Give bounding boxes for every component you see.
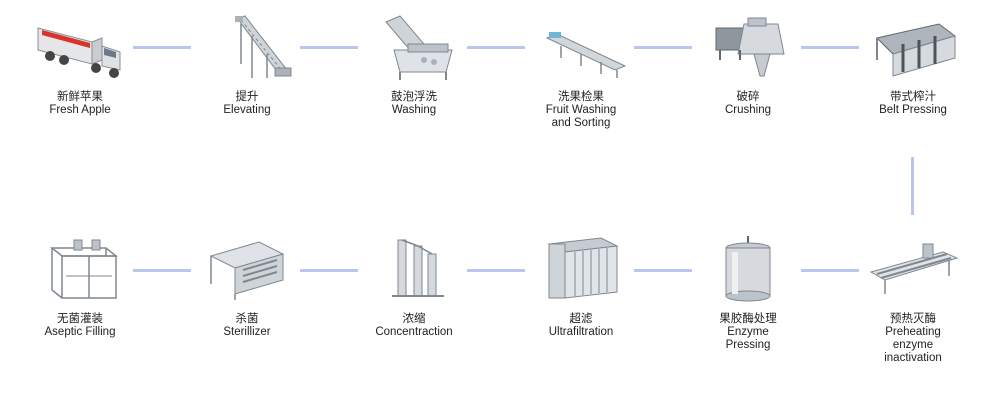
connector-8-9 bbox=[634, 269, 692, 272]
crusher-icon bbox=[715, 17, 785, 77]
step-ultrafiltration: 超滤 Ultrafiltration bbox=[506, 236, 656, 339]
connector-1-2 bbox=[133, 46, 191, 49]
step-label-zh: 提升 bbox=[235, 91, 259, 103]
step-washing: 鼓泡浮洗 Washing bbox=[339, 14, 489, 117]
truck-icon bbox=[37, 27, 121, 78]
step-label-zh: 无菌灌装 bbox=[57, 313, 103, 325]
sterilizer-icon bbox=[209, 241, 285, 300]
step-label-en: Concentraction bbox=[375, 326, 453, 338]
step-label-zh: 洗果检果 bbox=[558, 91, 604, 103]
step-label-en: Crushing bbox=[724, 104, 772, 116]
connector-4-5 bbox=[634, 46, 692, 49]
step-label-zh: 破碎 bbox=[736, 91, 760, 103]
step-label-zh: 超滤 bbox=[569, 313, 593, 325]
bubble-washer-icon bbox=[385, 15, 453, 80]
step-elevating: 提升 Elevating bbox=[172, 14, 322, 117]
step-label-en: Aseptic Filling bbox=[44, 326, 116, 338]
step-label-en: Enzyme Pressing bbox=[725, 326, 771, 351]
step-enzyme-pressing: 果胶酶处理 Enzyme Pressing bbox=[673, 236, 823, 352]
connector-10-11 bbox=[300, 269, 358, 272]
sorting-conveyor-icon bbox=[545, 32, 627, 78]
step-fruit-washing-sorting: 洗果检果 Fruit Washing and Sorting bbox=[506, 14, 656, 130]
evaporator-icon bbox=[392, 239, 444, 297]
step-concentraction: 浓缩 Concentraction bbox=[339, 236, 489, 339]
step-label-en: Ultrafiltration bbox=[548, 326, 614, 338]
connector-5-6 bbox=[801, 46, 859, 49]
connector-3-4 bbox=[467, 46, 525, 49]
step-label-zh: 预热灭酶 bbox=[890, 313, 936, 325]
connector-11-12 bbox=[133, 269, 191, 272]
step-label-en: Fresh Apple bbox=[49, 104, 111, 116]
step-label-zh: 果胶酶处理 bbox=[719, 313, 777, 325]
step-label-en: Elevating bbox=[223, 104, 271, 116]
enzyme-tank-icon bbox=[725, 236, 771, 302]
step-aseptic-filling: 无菌灌装 Aseptic Filling bbox=[5, 236, 155, 339]
step-label-en: Belt Pressing bbox=[879, 104, 947, 116]
step-sterillizer: 杀菌 Sterillizer bbox=[172, 236, 322, 339]
step-label-en: Fruit Washing and Sorting bbox=[545, 104, 617, 129]
step-fresh-apple: 新鲜苹果 Fresh Apple bbox=[5, 14, 155, 117]
belt-press-icon bbox=[876, 23, 957, 77]
aseptic-filler-icon bbox=[49, 239, 119, 299]
step-label-zh: 带式榨汁 bbox=[890, 91, 936, 103]
elevator-conveyor-icon bbox=[235, 15, 292, 78]
step-preheating: 预热灭酶 Preheating enzyme inactivation bbox=[838, 236, 988, 365]
step-label-zh: 杀菌 bbox=[235, 313, 259, 325]
connector-6-7 bbox=[911, 157, 914, 215]
step-label-en: Preheating enzyme inactivation bbox=[884, 326, 942, 364]
step-label-en: Washing bbox=[391, 104, 437, 116]
step-belt-pressing: 带式榨汁 Belt Pressing bbox=[838, 14, 988, 117]
step-label-zh: 鼓泡浮洗 bbox=[391, 91, 437, 103]
connector-7-8 bbox=[801, 269, 859, 272]
connector-2-3 bbox=[300, 46, 358, 49]
step-label-zh: 新鲜苹果 bbox=[57, 91, 103, 103]
preheater-icon bbox=[869, 243, 959, 294]
step-crushing: 破碎 Crushing bbox=[673, 14, 823, 117]
step-label-en: Sterillizer bbox=[223, 326, 271, 338]
ultrafiltration-icon bbox=[547, 237, 619, 299]
connector-9-10 bbox=[467, 269, 525, 272]
step-label-zh: 浓缩 bbox=[402, 313, 426, 325]
